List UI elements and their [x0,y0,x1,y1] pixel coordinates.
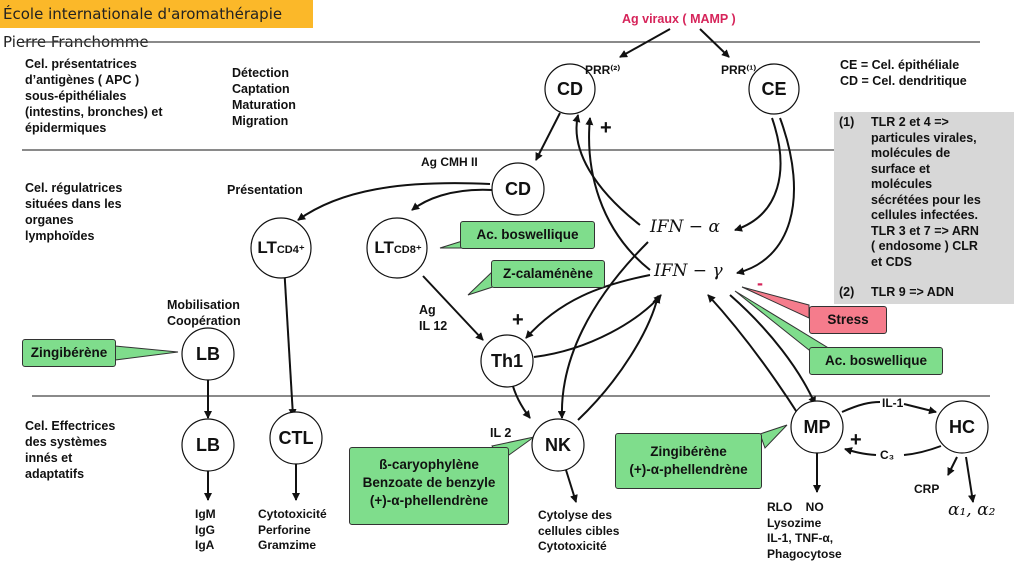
callout-tail-mp [759,424,788,449]
alpha-globulins-label: α₁, α₂ [948,500,996,520]
arrow-nk-to-ifng [577,295,661,421]
node-ltcd4-label: LTCD4⁺ [256,238,306,258]
node-cd-top [544,63,596,115]
arrow-th1-to-ifng [533,294,662,358]
node-cd-mid-label: CD [505,179,531,199]
node-ltcd4 [250,217,312,279]
node-th1 [480,334,534,388]
arrow-ifng-to-mp [729,294,816,405]
arrow-cdmid-to-lt8 [411,188,493,211]
ctl-output: Cytotoxicité Perforine Gramzime [258,507,327,552]
node-lb-bot [181,418,235,472]
node-lb-bot-label: LB [196,435,220,455]
arrow-mp-to-ifng [707,294,801,418]
node-ltcd8-label: LTCD8⁺ [370,238,426,258]
crp-label: CRP [914,482,940,496]
callout-tail-zingiberene [114,345,179,361]
arrow-lt4-to-ctl [283,264,297,417]
presentation-label: Présentation [227,183,303,197]
plus-sign-mp: + [850,429,862,451]
cd4-sub: CD4⁺ [276,244,305,256]
ag-cmh-label: Ag CMH II [421,155,478,169]
arrow-ce-to-ifna [734,117,782,232]
callout-zingiberene-lb: Zingibérène [22,339,116,367]
arrow-ifng-to-th1 [525,274,651,339]
ag-il12-label: Ag IL 12 [419,303,448,333]
prr1-label: PRR⁽¹⁾ [721,63,757,77]
arrow-lt8-to-th1 [422,275,484,341]
node-hc-label: HC [949,417,975,437]
node-nk [531,418,585,472]
ifn-gamma-label: IFN − γ [654,261,723,281]
lt-text: LT [374,238,394,257]
row-label-effectrices: Cel. Effectrices des systèmes innés et a… [25,419,116,481]
legend-cd: CD = Cel. dendritique [840,74,967,88]
node-cd-mid [491,162,545,216]
node-lb-mid-label: LB [196,344,220,364]
arrow-hc-to-alpha [965,456,976,503]
mp-output: RLO NO Lysozime IL-1, TNF-α, Phagocytose [767,500,842,561]
prr2-label: PRR⁽²⁾ [585,63,621,77]
node-hc [935,400,989,454]
arrow-ce-to-ifng [736,117,795,276]
il2-label: IL 2 [490,426,512,440]
arrow-cdmid-to-lt4 [297,182,491,221]
ifn-alpha-label: IFN − α [650,217,720,237]
ag-viraux-label: Ag viraux ( MAMP ) [622,12,736,26]
arrow-mp-to-hc [841,401,936,412]
row-label-regulatrices: Cel. régulatrices situées dans les organ… [25,181,123,243]
callout-calamenene: Z-calaménène [491,260,605,288]
arrow-ifng-to-cd [585,117,651,271]
plus-sign-cd: + [600,117,612,139]
node-ltcd8 [366,217,428,279]
arrow-ifna-to-nk [557,241,649,419]
note-2-number: (2) [839,285,855,299]
arrow-hc-to-crp [947,456,958,476]
callout-mp-compounds: Zingibérène (+)-α-phellendrène [615,433,762,489]
plus-sign-th1: + [512,309,524,331]
note-1-text: TLR 2 et 4 => particules virales, molécu… [871,115,981,269]
il1-label: IL-1 [882,396,904,410]
arrow-ag-to-ce [699,28,730,58]
node-nk-label: NK [545,435,571,455]
note-1-number: (1) [839,115,855,129]
lt-text: LT [257,238,277,257]
minus-sign-stress: - [757,273,763,293]
arrow-cd-to-cdmid [535,112,561,161]
c3-label: C₃ [880,448,895,462]
callout-nk-compounds: ß-caryophylène Benzoate de benzyle (+)-α… [349,447,509,525]
arrow-ifna-to-cd [572,114,641,226]
row-label-apc: Cel. présentatrices d’antigènes ( APC ) … [25,57,163,135]
node-cd-top-label: CD [557,79,583,99]
callout-boswellique-ifn: Ac. boswellique [809,347,943,375]
node-ctl-label: CTL [278,428,314,448]
mobilisation-label: Mobilisation Coopération [167,298,241,328]
arrow-nk-to-out [565,469,578,503]
nk-output: Cytolyse des cellules cibles Cytotoxicit… [538,508,620,553]
school-title-banner: École internationale d'aromathérapie Pie… [0,0,313,51]
node-lb-mid [181,327,235,381]
note-2-text: TLR 9 => ADN [871,285,954,299]
node-ctl [269,411,323,465]
cd8-sub: CD8⁺ [393,244,422,256]
node-mp [790,400,844,454]
node-mp-label: MP [803,417,831,437]
node-th1-label: Th1 [490,351,523,371]
node-ce-label: CE [761,79,787,99]
tlr-notes-box: (1) TLR 2 et 4 => particules virales, mo… [834,112,1014,304]
arrow-hc-to-mp [845,446,942,455]
immunoglobulins-output: IgM IgG IgA [195,507,216,552]
callout-stress: Stress [809,306,887,334]
legend-ce: CE = Cel. épithéliale [840,58,960,72]
callout-boswellique-lt: Ac. boswellique [460,221,595,249]
detection-steps: Détection Captation Maturation Migration [232,66,296,128]
arrow-ag-to-cd [619,28,671,58]
node-ce [748,63,800,115]
